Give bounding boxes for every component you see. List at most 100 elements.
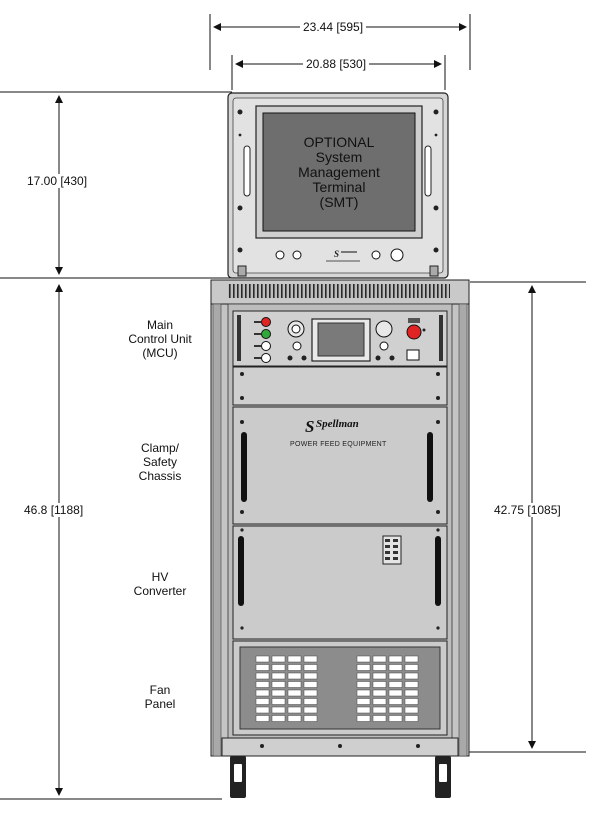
vent-slot [404, 689, 419, 697]
label-hv-line-1: HV [151, 570, 169, 584]
label-fan: Fan Panel [110, 683, 210, 711]
vent-slot [356, 715, 371, 722]
fan-vents-left [255, 655, 318, 722]
vent-slot [303, 715, 318, 722]
vent-slot [356, 664, 371, 671]
label-clamp-line-2: Safety [142, 455, 178, 469]
vent-slot [303, 698, 318, 705]
vent-slot [287, 655, 302, 663]
vent-slot [388, 706, 403, 714]
vent-slot [356, 706, 371, 714]
vent-slot [356, 689, 371, 697]
vent-slot [388, 689, 403, 697]
vent-slot [404, 664, 419, 671]
label-mcu-line-2: Control Unit [128, 332, 192, 346]
dim-total-height: 46.8 [1188] [21, 503, 87, 517]
vent-slot [255, 681, 270, 688]
vent-slot [255, 706, 270, 714]
vent-slot [271, 715, 286, 722]
label-clamp: Clamp/ Safety Chassis [110, 441, 210, 483]
vent-slot [356, 672, 371, 680]
smt-screen-text: OPTIONAL System Management Terminal (SMT… [264, 135, 414, 210]
vent-slot [372, 664, 387, 671]
dim-smt-height: 17.00 [430] [24, 174, 91, 188]
vent-slot [372, 672, 387, 680]
vent-slot [271, 698, 286, 705]
vent-slot [287, 698, 302, 705]
label-hv-line-2: Converter [133, 584, 187, 598]
vent-slot [255, 689, 270, 697]
vent-slot [255, 672, 270, 680]
hv-panel [232, 525, 448, 640]
vent-slot [271, 681, 286, 688]
vent-slot [287, 689, 302, 697]
label-hv: HV Converter [110, 570, 210, 598]
vent-slot [303, 706, 318, 714]
smt-line-3: Management [298, 164, 380, 180]
fan-vents-right [356, 655, 419, 722]
vent-slot [372, 655, 387, 663]
vent-slot [255, 715, 270, 722]
vent-slot [372, 698, 387, 705]
vent-slot [303, 672, 318, 680]
vent-slot [404, 672, 419, 680]
dim-overall-width: 23.44 [595] [300, 20, 367, 34]
vent-slot [255, 664, 270, 671]
vent-slot [388, 655, 403, 663]
smt-line-5: (SMT) [319, 194, 359, 210]
vent-slot [255, 698, 270, 705]
vent-slot [287, 715, 302, 722]
vent-slot [271, 655, 286, 663]
vent-slot [404, 681, 419, 688]
label-clamp-line-3: Chassis [138, 469, 182, 483]
smt-monitor: S [227, 92, 449, 279]
vent-slot [303, 681, 318, 688]
vent-slot [303, 664, 318, 671]
vent-slot [287, 672, 302, 680]
vent-slot [404, 706, 419, 714]
vent-slot [404, 698, 419, 705]
label-clamp-line-1: Clamp/ [140, 441, 179, 455]
vent-slot [404, 655, 419, 663]
vent-slot [287, 706, 302, 714]
vent-slot [356, 698, 371, 705]
vent-slot [255, 655, 270, 663]
vent-slot [303, 655, 318, 663]
vent-slot [356, 655, 371, 663]
vent-slot [372, 689, 387, 697]
vent-slot [404, 715, 419, 722]
smt-line-4: Terminal [312, 179, 366, 195]
clamp-caption: POWER FEED EQUIPMENT [290, 441, 387, 448]
blank-panel [232, 366, 448, 406]
vent-slot [271, 672, 286, 680]
smt-line-2: System [315, 149, 363, 165]
vent-slot [388, 672, 403, 680]
vent-slot [271, 689, 286, 697]
vent-slot [287, 681, 302, 688]
label-fan-line-2: Panel [144, 697, 176, 711]
label-mcu-line-1: Main [146, 318, 173, 332]
vent-slot [372, 681, 387, 688]
svg-text:S: S [334, 249, 339, 259]
vent-slot [372, 715, 387, 722]
vent-slot [372, 706, 387, 714]
clamp-brand: Spellman [316, 418, 359, 430]
svg-text:S: S [305, 417, 314, 436]
label-fan-line-1: Fan [149, 683, 171, 697]
mcu-panel [232, 310, 448, 367]
fan-panel [232, 640, 448, 736]
dim-inner-width: 20.88 [530] [303, 57, 370, 71]
label-mcu-line-3: (MCU) [142, 346, 178, 360]
vent-slot [303, 689, 318, 697]
vent-slot [388, 698, 403, 705]
vent-slot [356, 681, 371, 688]
vent-slot [388, 681, 403, 688]
label-mcu: Main Control Unit (MCU) [110, 318, 210, 360]
dim-cabinet-height: 42.75 [1085] [491, 503, 564, 517]
vent-slot [388, 715, 403, 722]
clamp-panel: S [232, 406, 448, 525]
vent-slot [287, 664, 302, 671]
vent-slot [271, 664, 286, 671]
